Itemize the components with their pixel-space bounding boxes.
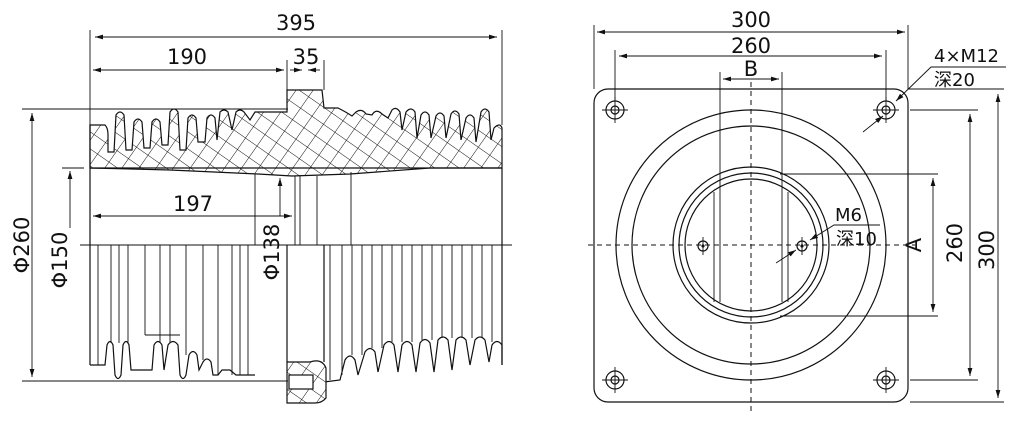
small-hole-icon	[796, 237, 808, 255]
dimensions-front: 300 260 B 4×M12 深20 M6 深10 A 260 300	[593, 8, 1006, 403]
small-hole-spec-label: M6	[835, 205, 862, 226]
dim-length-total: 395	[276, 11, 316, 35]
dim-bolt-spacing-v: 260	[943, 223, 967, 263]
bolt-hole-icon	[873, 367, 899, 393]
dim-slot-width: B	[744, 57, 758, 81]
dim-dia-outer: Φ260	[10, 217, 34, 274]
dim-length-left: 190	[167, 45, 207, 69]
dim-dia-inner: Φ150	[48, 232, 72, 289]
bolt-hole-icon	[602, 367, 628, 393]
insulator-section-hatched	[89, 89, 503, 177]
bolt-holes	[602, 97, 899, 393]
dim-width-total: 300	[731, 8, 771, 32]
dim-flange-width: 35	[293, 45, 320, 69]
front-view: 300 260 B 4×M12 深20 M6 深10 A 260 300	[588, 8, 1006, 412]
bolt-depth-label: 深20	[934, 70, 975, 91]
insert-slot	[288, 374, 314, 390]
dimensions-side: 395 190 35 197 Φ260 Φ150 Φ138	[10, 11, 503, 382]
small-hole-icon	[697, 237, 709, 255]
dim-bolt-spacing-h: 260	[731, 34, 771, 58]
bolt-hole-icon	[873, 97, 899, 123]
dim-length-inner: 197	[173, 192, 213, 216]
small-hole-depth-label: 深10	[836, 229, 877, 250]
dim-height-total: 300	[975, 230, 999, 270]
dim-dia-bore: Φ138	[260, 224, 284, 281]
side-view: 395 190 35 197 Φ260 Φ150 Φ138	[10, 11, 512, 404]
lower-fins	[90, 245, 503, 383]
bolt-spec-label: 4×M12	[934, 46, 999, 67]
bolt-hole-icon	[602, 97, 628, 123]
dim-inner-a: A	[902, 237, 926, 252]
